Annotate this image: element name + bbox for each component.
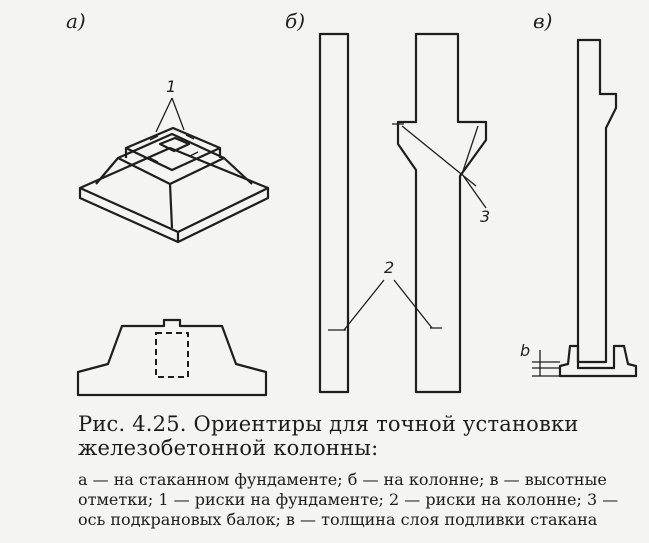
foundation-section (76, 318, 268, 397)
caption-body: а — на стаканном фундаменте; б — на коло… (78, 470, 619, 529)
figure-drawing: а) б) в) 1 (66, 9, 638, 397)
foundation-isometric (78, 126, 270, 244)
column-with-corbel (392, 32, 488, 394)
panel-label-b: б) (285, 9, 305, 33)
panel-label-c: в) (533, 9, 552, 33)
callout-3-label: 3 (480, 207, 490, 226)
callout-2: 2 (343, 258, 433, 331)
column-elevation: b (520, 38, 638, 378)
callout-1: 1 (155, 77, 185, 133)
callout-1-label: 1 (166, 77, 176, 96)
callout-2-label: 2 (384, 258, 394, 277)
column-left (318, 32, 350, 394)
caption-title: Рис. 4.25. Ориентиры для точной установк… (78, 412, 579, 460)
socket-outline (155, 332, 189, 378)
thickness-b-label: b (520, 341, 530, 360)
panel-label-a: а) (66, 9, 86, 33)
callout-3: 3 (401, 125, 490, 226)
